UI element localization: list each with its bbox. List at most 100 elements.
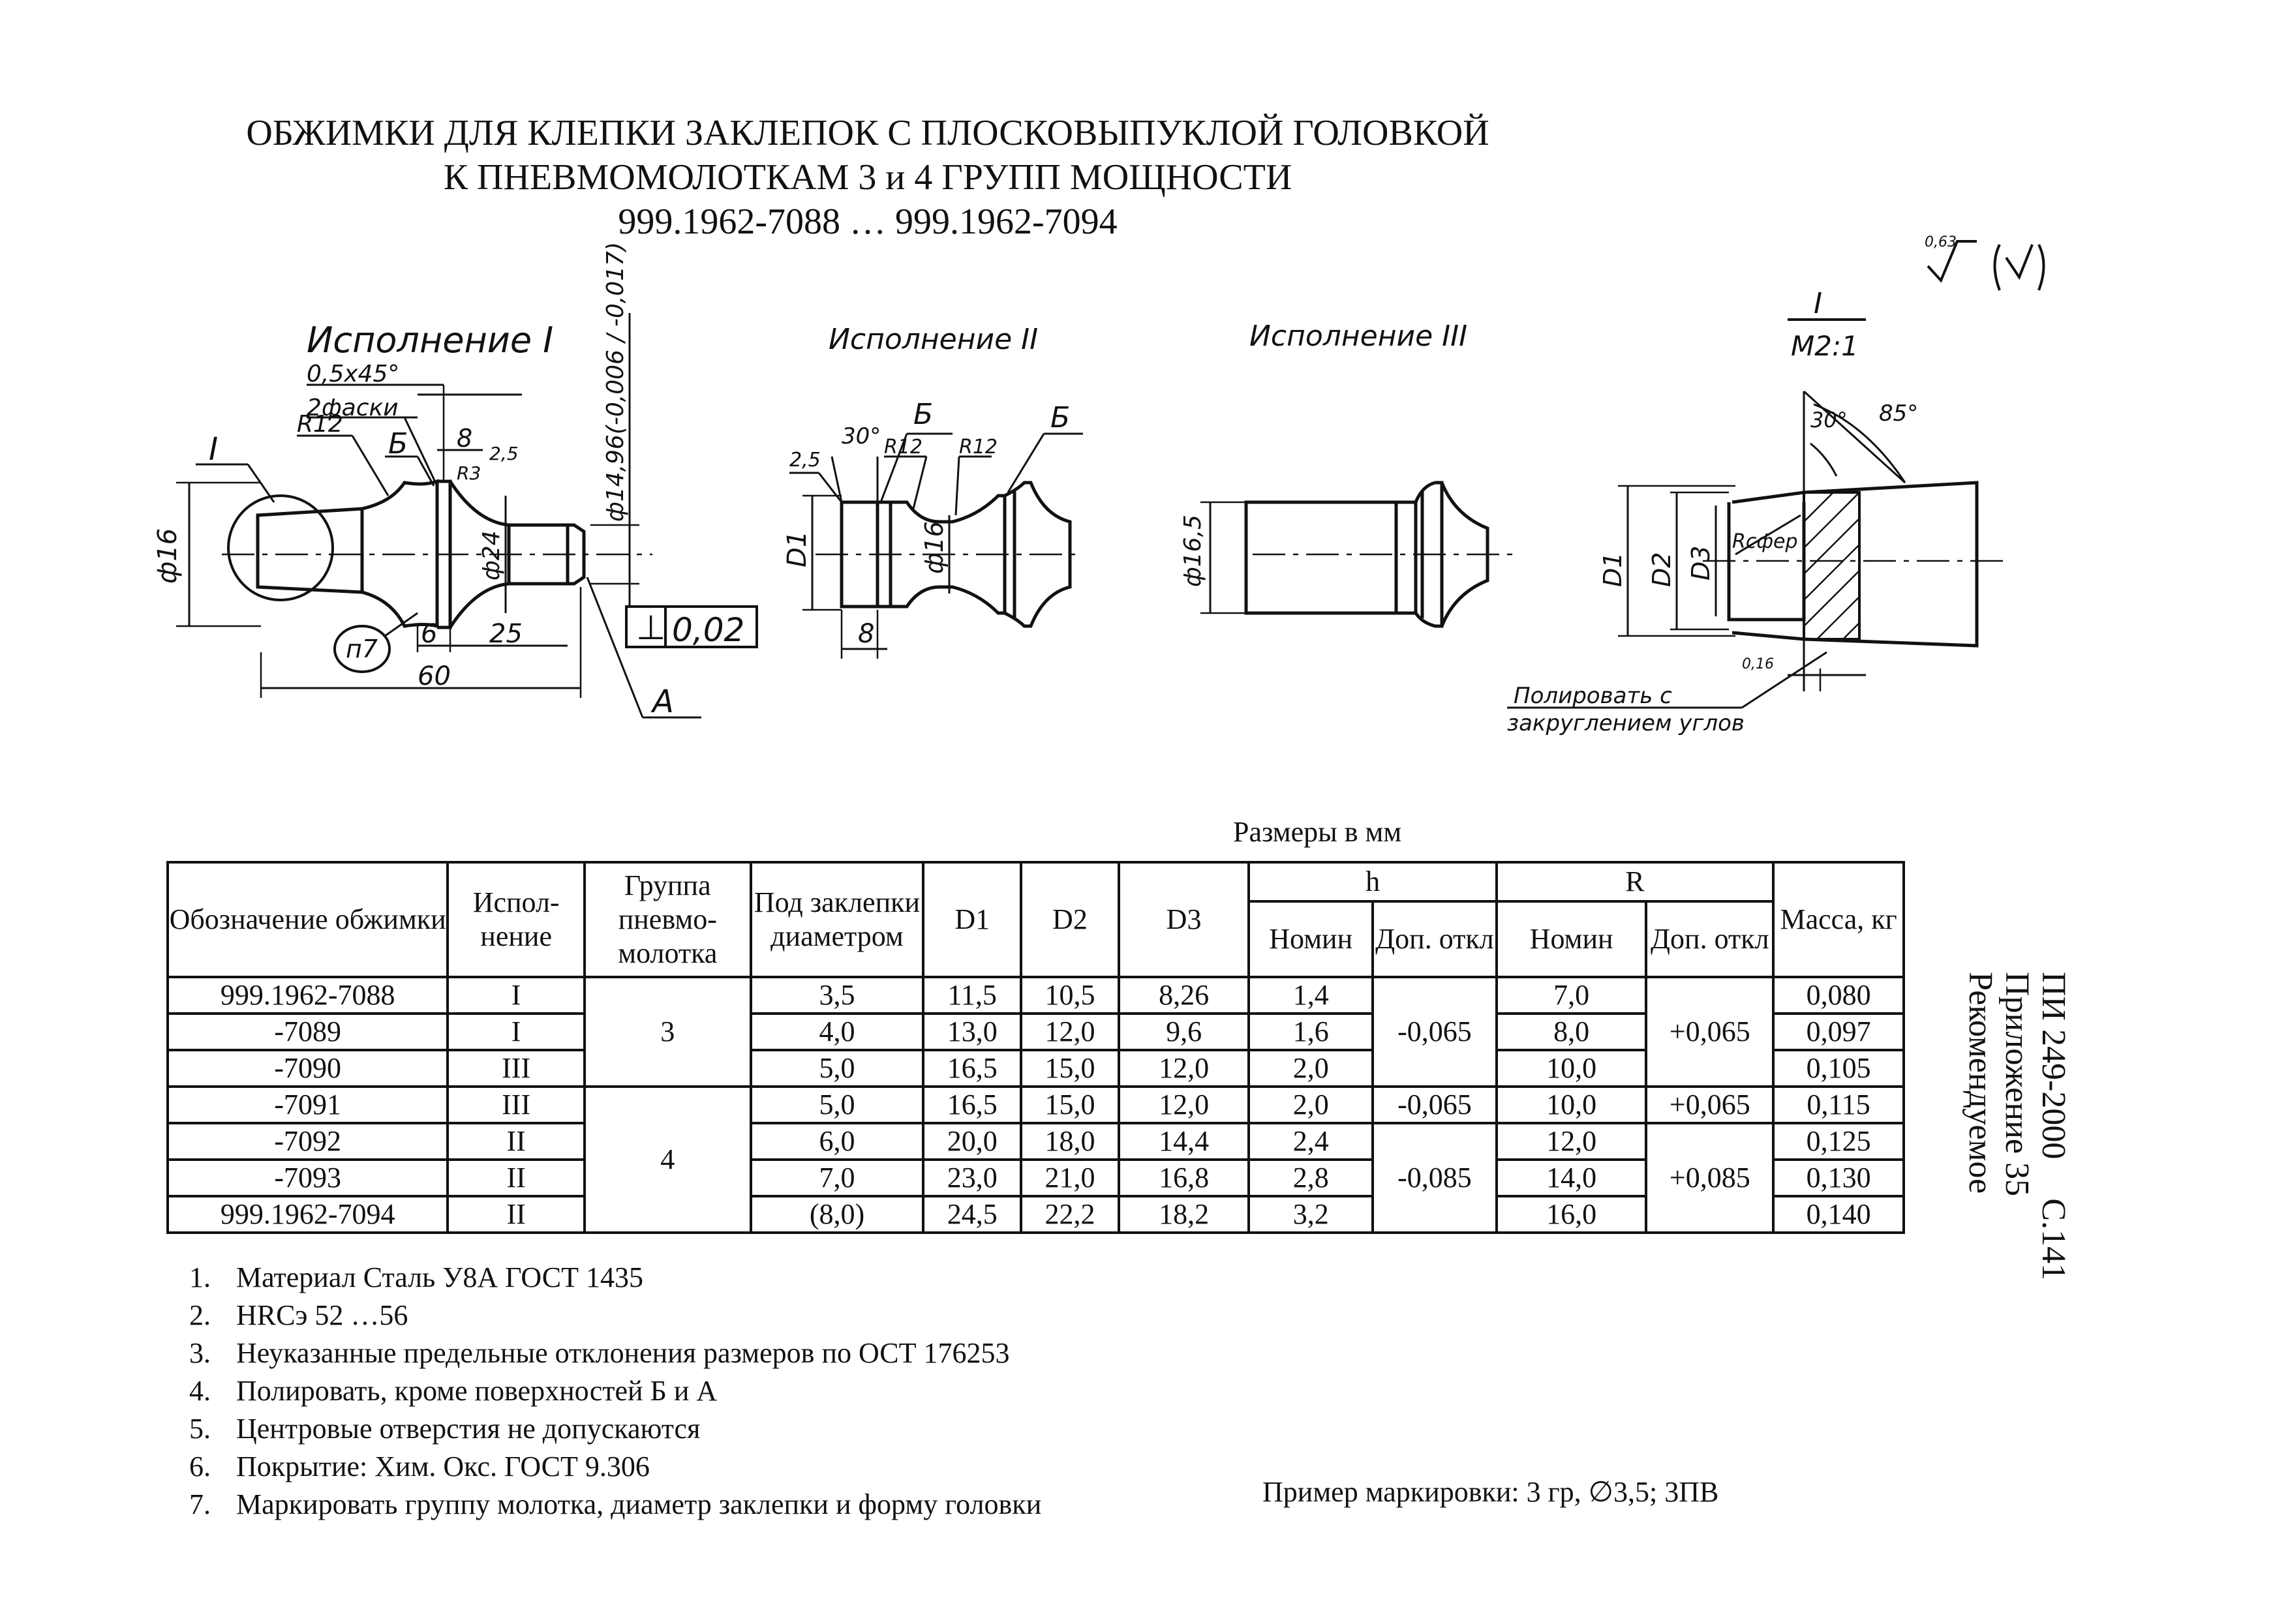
note-text: Центровые отверстия не допускаются bbox=[236, 1413, 701, 1445]
cell-r: 16,0 bbox=[1495, 1195, 1648, 1234]
cell-designation: -7089 bbox=[166, 1012, 450, 1051]
document-title-line-3: 999.1962-7088 … 999.1962-7094 bbox=[618, 202, 1118, 242]
cell-rivet: 3,5 bbox=[749, 976, 925, 1015]
table-row: -7090 III 5,0 16,5 15,0 12,0 2,0 10,0 0,… bbox=[166, 1049, 1905, 1088]
note-number: 5. bbox=[189, 1413, 211, 1445]
technical-drawing: Исполнение I 0,5х45° 2фаски R12 Б I 8 R3… bbox=[153, 234, 2045, 736]
cell-version: I bbox=[446, 1012, 586, 1051]
cell-d3: 14,4 bbox=[1117, 1122, 1251, 1161]
note-item: 5. Центровые отверстия не допускаются bbox=[189, 1410, 1041, 1448]
cell-designation: -7092 bbox=[166, 1122, 450, 1161]
cell-designation: -7090 bbox=[166, 1049, 450, 1088]
side-page-number: С.141 bbox=[2035, 1198, 2072, 1281]
view2-title: Исполнение II bbox=[829, 323, 1038, 356]
cell-mass: 0,125 bbox=[1772, 1122, 1905, 1161]
note-item: 1.Материал Сталь У8А ГОСТ 1435 bbox=[189, 1259, 1041, 1297]
cell-d1: 23,0 bbox=[922, 1158, 1023, 1197]
cell-h: 3,2 bbox=[1247, 1195, 1375, 1234]
view4-angle-85: 85° bbox=[1879, 400, 1918, 427]
view2-r25-label: 2,5 bbox=[789, 449, 821, 472]
table-row: -7092 II 6,0 20,0 18,0 14,4 2,4 -0,085 1… bbox=[166, 1122, 1905, 1234]
cell-d3: 12,0 bbox=[1117, 1049, 1251, 1088]
view1-d24-label: ф24 bbox=[478, 530, 505, 580]
note-number: 4. bbox=[189, 1375, 211, 1407]
cell-h-tol: -0,065 bbox=[1371, 1085, 1498, 1124]
cell-version: II bbox=[446, 1195, 586, 1234]
view1-r12-label: R12 bbox=[297, 411, 343, 438]
cell-d2: 15,0 bbox=[1020, 1085, 1120, 1124]
cell-r: 7,0 bbox=[1495, 976, 1648, 1015]
view1-d16-label: ф16 bbox=[153, 528, 183, 584]
view1-dim-6: 6 bbox=[421, 619, 437, 649]
header-d1: D1 bbox=[922, 861, 1023, 978]
view4-roughness: 0,16 bbox=[1742, 656, 1774, 672]
header-r-nominal: Номин bbox=[1495, 900, 1648, 978]
roughness-value: 0,63 bbox=[1925, 234, 1957, 250]
cell-d1: 11,5 bbox=[922, 976, 1023, 1015]
header-version: Испол- нение bbox=[446, 861, 586, 978]
cell-designation: -7091 bbox=[166, 1085, 450, 1124]
view3-body-outline bbox=[1244, 500, 1418, 615]
view1-n7-label: п7 bbox=[346, 635, 378, 663]
header-group: Группа пневмо- молотка bbox=[583, 861, 752, 978]
document-title-line-2: К ПНЕВМОМОЛОТКАМ 3 и 4 ГРУПП МОЩНОСТИ bbox=[443, 157, 1292, 198]
view1-tolerance-label: ф14,96(-0,006 / -0,017) bbox=[602, 242, 629, 522]
roughness-symbol bbox=[1927, 240, 1977, 283]
view1-dim-60: 60 bbox=[418, 661, 451, 691]
view1-dim-25: 25 bbox=[489, 619, 523, 649]
cell-r: 14,0 bbox=[1495, 1158, 1648, 1197]
header-mass: Масса, кг bbox=[1772, 861, 1905, 978]
header-h-tolerance: Доп. откл bbox=[1371, 900, 1498, 978]
cell-mass: 0,140 bbox=[1772, 1195, 1905, 1234]
cell-mass: 0,105 bbox=[1772, 1049, 1905, 1088]
cell-rivet: 4,0 bbox=[749, 1012, 925, 1051]
view4-title: I bbox=[1814, 287, 1822, 320]
table-row: 999.1962-7094 II (8,0) 24,5 22,2 18,2 3,… bbox=[166, 1195, 1905, 1234]
note-item: 4.Полировать, кроме поверхностей Б и А bbox=[189, 1372, 1041, 1410]
view4-note-line2: закруглением углов bbox=[1507, 710, 1745, 736]
table-row: 999.1962-7088 I 3 3,5 11,5 10,5 8,26 1,4… bbox=[166, 976, 1905, 1088]
cell-version: II bbox=[446, 1158, 586, 1197]
note-text: HRCэ 52 …56 bbox=[236, 1299, 408, 1331]
view1-detail-label: I bbox=[209, 431, 218, 468]
cell-d3: 9,6 bbox=[1117, 1012, 1251, 1051]
cell-r: 10,0 bbox=[1495, 1085, 1648, 1124]
header-d3: D3 bbox=[1117, 861, 1251, 978]
note-item: 3.Неуказанные предельные отклонения разм… bbox=[189, 1334, 1041, 1372]
view4-d3-label: D3 bbox=[1686, 546, 1715, 580]
cell-d3: 8,26 bbox=[1117, 976, 1251, 1015]
note-text: Материал Сталь У8А ГОСТ 1435 bbox=[236, 1261, 643, 1293]
cell-r-tol: +0,065 bbox=[1645, 976, 1775, 1088]
side-recommended: Рекомендуемое bbox=[1962, 972, 1999, 1194]
table-row: -7089 I 4,0 13,0 12,0 9,6 1,6 8,0 0,097 bbox=[166, 1012, 1905, 1051]
view1-r3-label: R3 bbox=[457, 462, 481, 484]
view2-d1-label: D1 bbox=[782, 531, 812, 567]
cell-mass: 0,130 bbox=[1772, 1158, 1905, 1197]
view2-d16-label: ф16 bbox=[920, 521, 949, 574]
view1-n7-marker bbox=[333, 625, 391, 673]
cell-group-3: 3 bbox=[583, 976, 752, 1088]
cell-h-tol: -0,065 bbox=[1371, 976, 1498, 1088]
view1-chamfer-count: 2фаски bbox=[307, 395, 399, 421]
cell-mass: 0,097 bbox=[1772, 1012, 1905, 1051]
table-row: -7093 II 7,0 23,0 21,0 16,8 2,8 14,0 0,1… bbox=[166, 1158, 1905, 1197]
cell-r: 8,0 bbox=[1495, 1012, 1648, 1051]
view2-r12b-label: R12 bbox=[959, 436, 998, 459]
marking-example: Пример маркировки: 3 гр, ∅3,5; 3ПВ bbox=[1262, 1476, 1719, 1508]
view1-perp-value: 0,02 bbox=[672, 611, 744, 649]
side-doc-number: ПИ 249-2000 bbox=[2035, 972, 2072, 1160]
notes-list: 1.Материал Сталь У8А ГОСТ 1435 2.HRCэ 52… bbox=[189, 1259, 1041, 1524]
note-item: 7.Маркировать группу молотка, диаметр за… bbox=[189, 1486, 1041, 1524]
cell-d2: 18,0 bbox=[1020, 1122, 1120, 1161]
cell-d2: 10,5 bbox=[1020, 976, 1120, 1015]
view1-r25-label: 2,5 bbox=[489, 443, 519, 464]
cell-designation: 999.1962-7094 bbox=[166, 1195, 450, 1234]
view1-dim-8: 8 bbox=[457, 424, 472, 453]
cell-rivet: 5,0 bbox=[749, 1085, 925, 1124]
cell-designation: -7093 bbox=[166, 1158, 450, 1197]
view1-b-label: Б bbox=[388, 427, 408, 460]
header-designation: Обозначение обжимки bbox=[166, 861, 450, 978]
note-item: 6.Покрытие: Хим. Окс. ГОСТ 9.306 bbox=[189, 1448, 1041, 1486]
view4-scale: M2:1 bbox=[1791, 330, 1859, 362]
cell-h: 1,4 bbox=[1247, 976, 1375, 1015]
